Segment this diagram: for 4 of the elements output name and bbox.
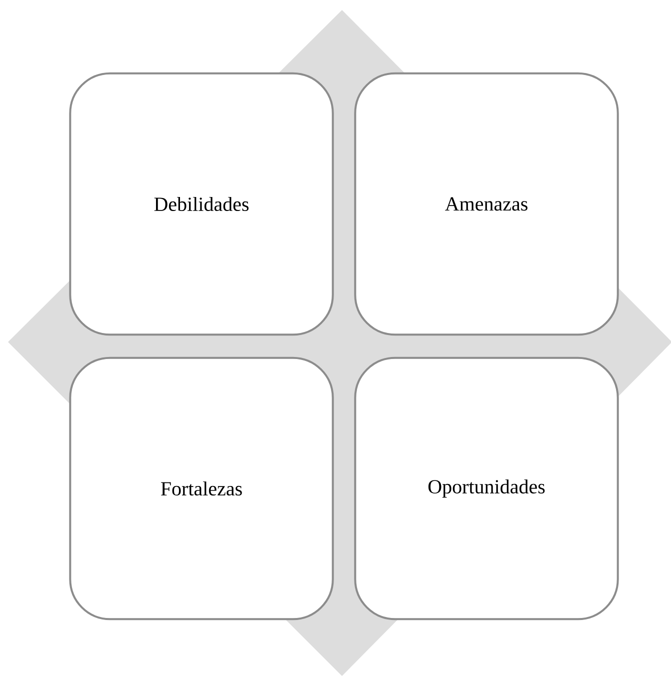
rounded-box: Oportunidades [354,356,619,620]
rounded-box: Fortalezas [69,356,334,620]
rounded-box: Debilidades [69,72,334,336]
rounded-box: Amenazas [354,72,619,336]
